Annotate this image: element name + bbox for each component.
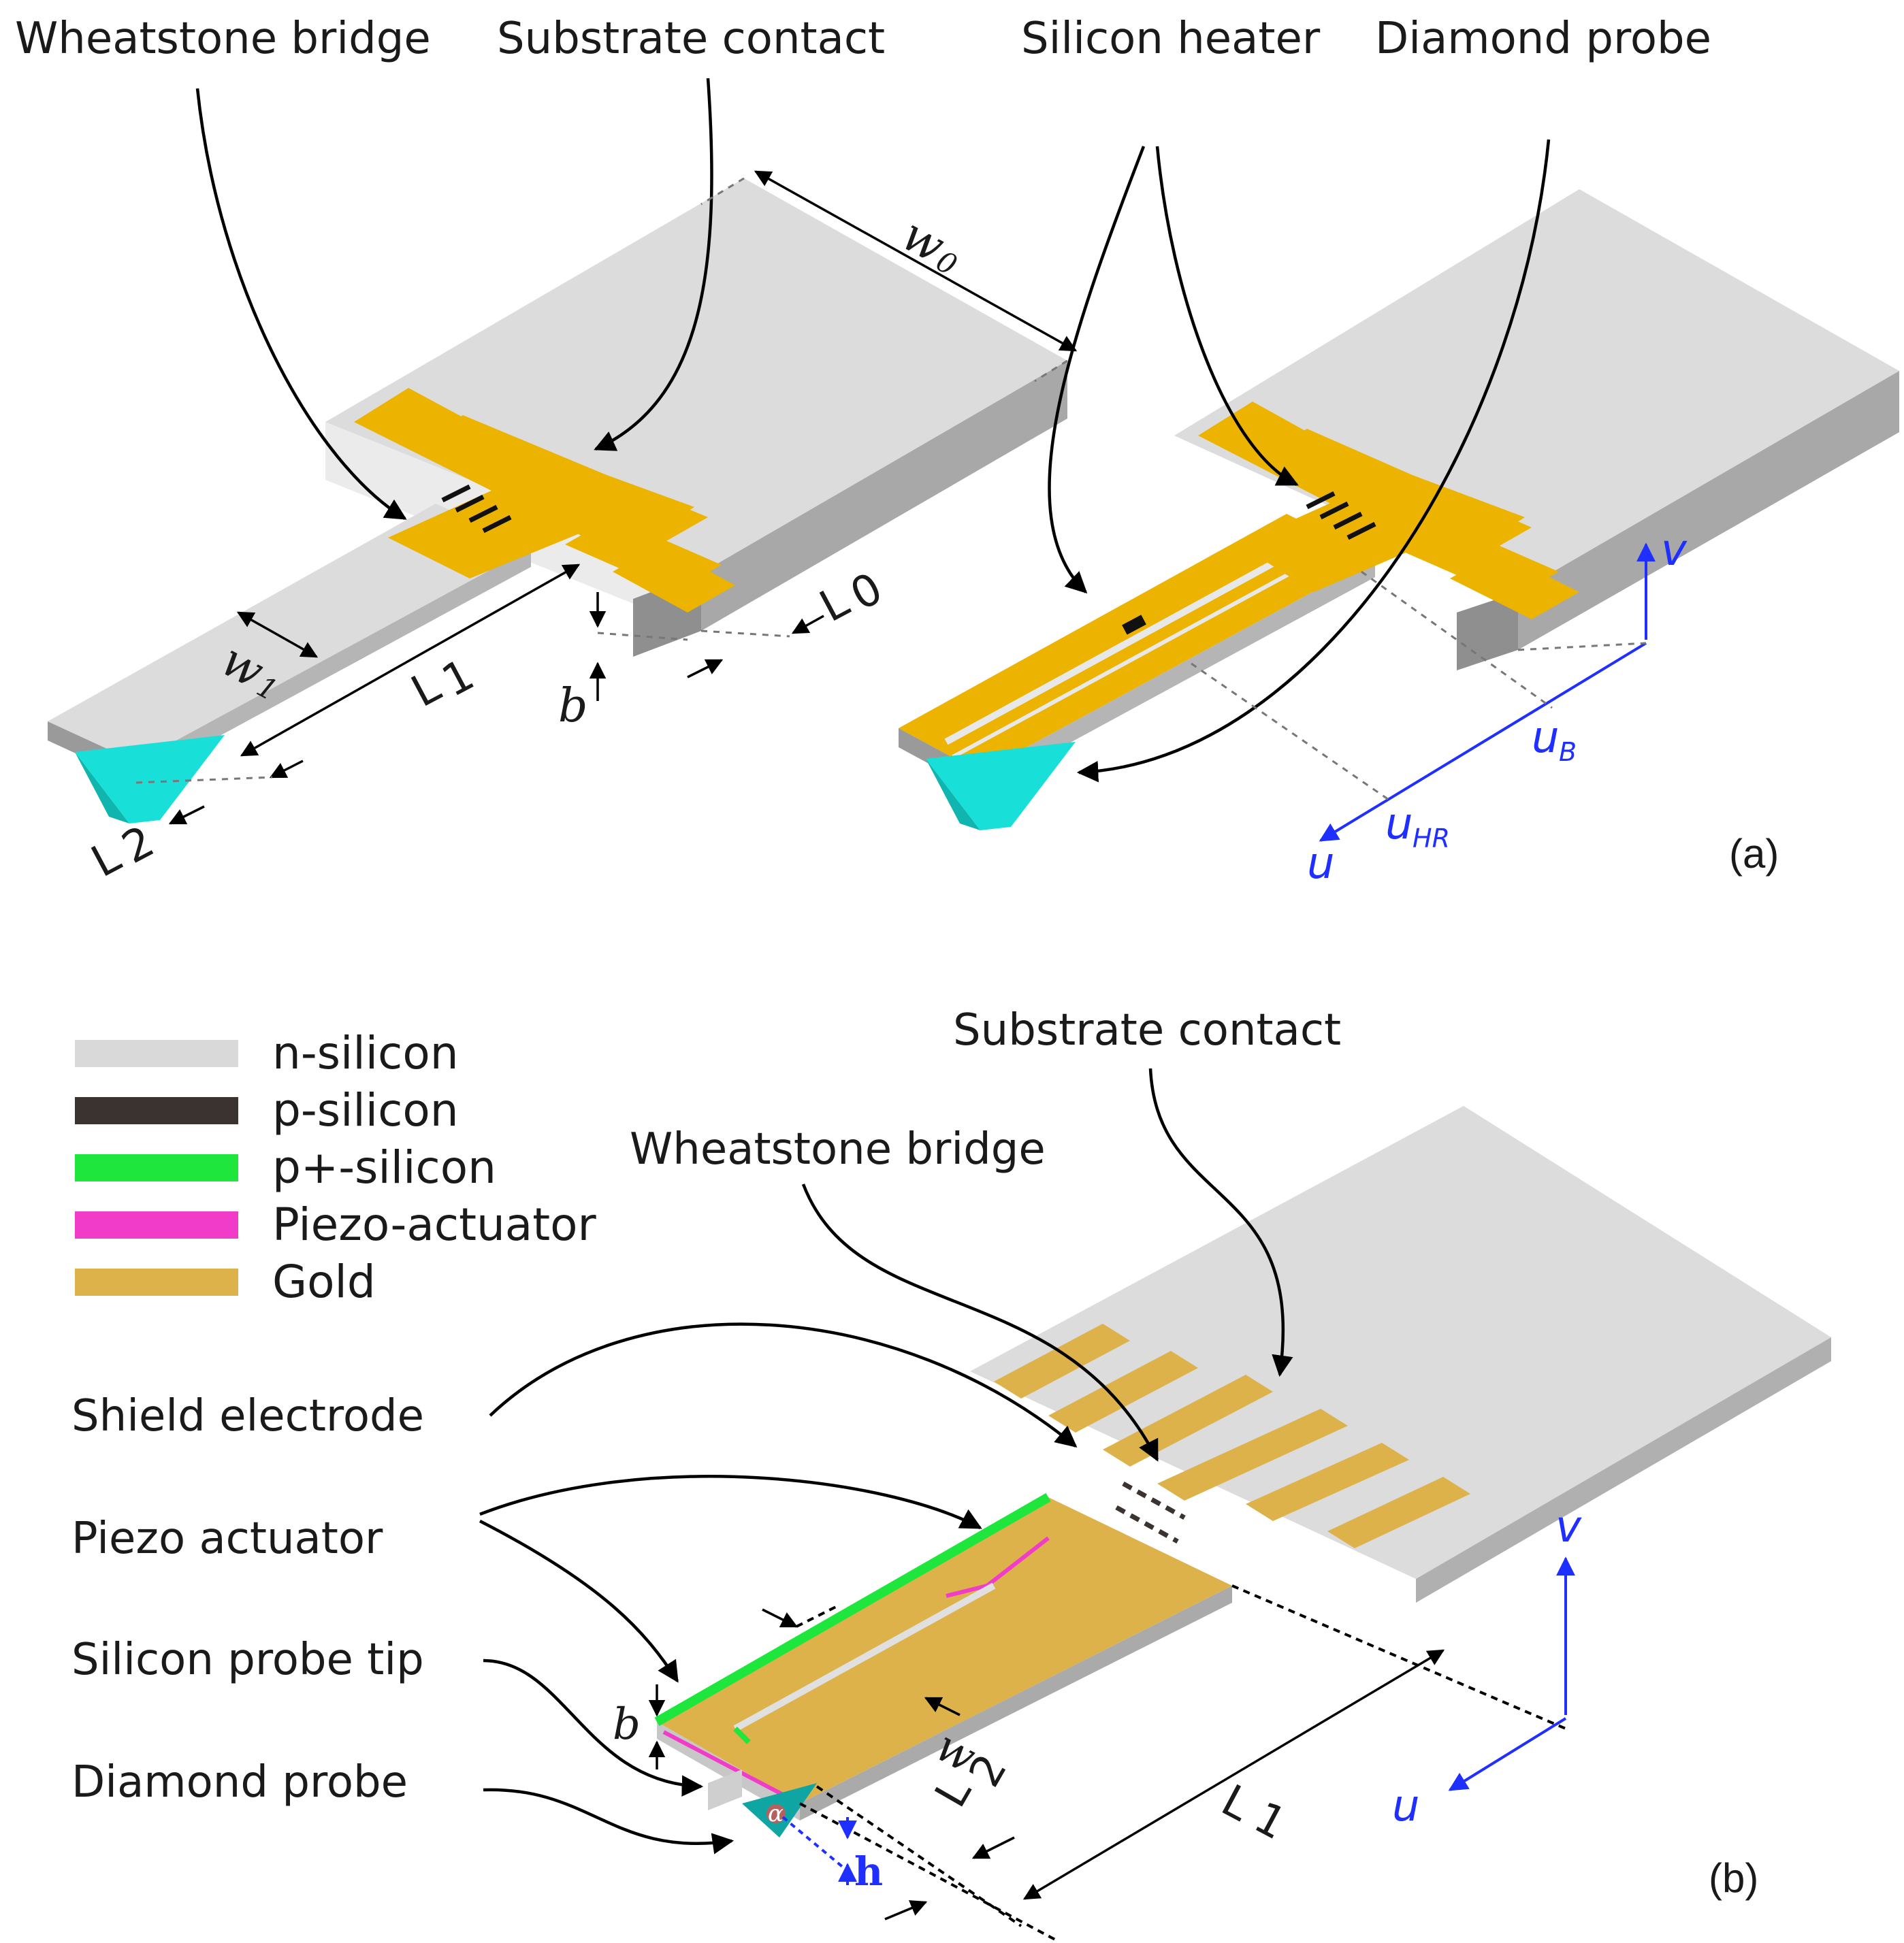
legend-label-gold: Gold [272,1256,376,1308]
wheatstone-bridge-resistors [1306,491,1376,540]
axes-b: v u [1392,1502,1582,1831]
cantilever-top [657,1497,1232,1803]
wheatstone-bridge-resistors [441,484,512,534]
substrate-side-right [701,361,1067,631]
axis-u-b: u [1392,1781,1420,1831]
callout-substrate-contact-b: Substrate contact [953,1005,1341,1056]
callout-arrows-b [479,1068,1293,1855]
callout-arrows-a [195,78,1551,783]
substrate-side-right [1518,371,1899,650]
axis-uB-sub: B [1559,737,1577,767]
dim-h-label: h [854,1848,883,1895]
callout-shield-electrode: Shield electrode [71,1391,424,1441]
silicon-probe-tip [708,1769,742,1810]
legend-swatch-n-silicon [75,1040,238,1067]
dim-L1-sub-b: 1 [1246,1793,1294,1850]
axis-v-b: v [1555,1502,1582,1552]
diamond-probe [926,742,1076,830]
dim-alpha-label: α [768,1800,784,1827]
callout-piezo-actuator: Piezo actuator [71,1514,383,1564]
callout-diamond-probe-b: Diamond probe [71,1757,408,1808]
legend-label-p-plus-silicon: p+-silicon [272,1141,496,1194]
legend-label-piezo-actuator: Piezo-actuator [272,1198,596,1251]
legend-swatch-gold [75,1269,238,1296]
silicon-heater-element [1122,615,1146,635]
panel-b-tag: (b) [1709,1855,1758,1901]
panel-a-right-device [899,189,1899,830]
legend-label-n-silicon: n-silicon [272,1027,459,1079]
callout-diamond-probe-a: Diamond probe [1375,14,1711,64]
axis-uB: u [1532,713,1560,763]
dim-b-label-a: b [558,679,588,733]
substrate-top [970,1106,1831,1579]
wheatstone-bridge-resistors [1115,1481,1186,1544]
dimensions-b: b w L 1 L 2 h α [613,1584,1566,1941]
legend: n-silicon p-silicon p+-silicon Piezo-act… [75,1027,596,1308]
legend-swatch-p-plus-silicon [75,1154,238,1181]
panel-a-tag: (a) [1729,831,1779,877]
callout-silicon-heater-a: Silicon heater [1021,14,1321,64]
panel-b-device [654,1106,1831,1838]
axis-v-a: v [1661,525,1688,576]
legend-swatch-piezo-actuator [75,1211,238,1239]
callout-wheatstone-bridge-b: Wheatstone bridge [630,1124,1046,1175]
legend-label-p-silicon: p-silicon [272,1084,459,1137]
callout-substrate-contact-a: Substrate contact [497,14,885,64]
substrate-side-right [1416,1337,1831,1603]
gold-contacts [354,388,735,613]
axis-uHR: u [1385,799,1413,849]
axis-u-a: u [1307,838,1335,889]
axes-a: v u u B u HR [1191,525,1688,889]
legend-swatch-p-silicon [75,1097,238,1124]
axis-uHR-sub: HR [1413,823,1450,853]
diamond-probe [75,735,225,823]
callout-silicon-probe-tip: Silicon probe tip [71,1635,424,1685]
cantilever-top [899,514,1375,772]
dim-b-label-b: b [613,1699,641,1750]
callout-wheatstone-bridge-a: Wheatstone bridge [15,14,431,64]
